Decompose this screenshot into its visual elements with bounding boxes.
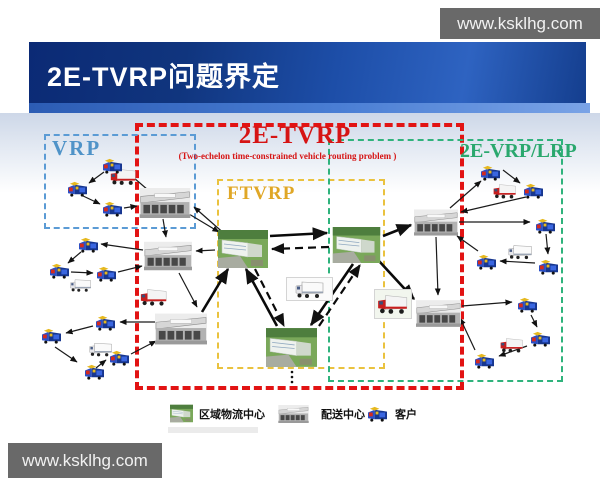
customer-node	[101, 156, 124, 175]
box-vrp	[44, 134, 196, 229]
customer-node	[479, 163, 502, 182]
customer-node	[529, 329, 552, 348]
truck-white-icon	[69, 274, 93, 296]
customer-node	[108, 348, 131, 367]
distribution-center-node	[416, 297, 461, 330]
customer-node	[48, 261, 71, 280]
distribution-center-node	[155, 310, 207, 348]
linehaul-truck-photo	[374, 289, 412, 319]
customer-node	[475, 252, 498, 271]
legend-label: 配送中心	[321, 409, 365, 421]
watermark-bottom: www.ksklhg.com	[8, 443, 162, 478]
legend-item-customer: 客户	[366, 404, 417, 423]
customer-node	[516, 295, 539, 314]
regional-logistics-center-node	[331, 227, 382, 263]
legend-item-distribution-center: 配送中心	[272, 405, 365, 423]
legend-label: 区域物流中心	[199, 408, 265, 421]
title-bar	[29, 42, 586, 103]
legend-label: 客户	[395, 408, 417, 421]
customer-node	[95, 264, 118, 283]
customer-node	[66, 179, 89, 198]
customer-node	[77, 235, 100, 254]
customer-node	[101, 199, 124, 218]
page-title: 2E-TVRP问题界定	[47, 62, 281, 92]
distribution-center-node	[138, 188, 192, 218]
vrp-box-label: VRP	[52, 136, 102, 160]
customer-icon	[366, 404, 389, 423]
distribution-center-icon	[272, 405, 315, 423]
truck-red-icon	[492, 181, 518, 201]
customer-node	[473, 351, 496, 370]
box-2e-vrp-lrp	[328, 139, 563, 382]
customer-node	[522, 181, 545, 200]
regional-logistics-center-node	[218, 230, 268, 268]
shadow-strip	[168, 427, 258, 433]
watermark-top: www.ksklhg.com	[440, 8, 600, 39]
customer-node	[537, 257, 560, 276]
2e-vrp-lrp-box-label: 2E-VRP/LRP	[460, 140, 577, 162]
legend-item-regional-logistics-center: 区域物流中心	[170, 404, 265, 423]
truck-red-icon	[376, 292, 410, 316]
ftvrp-box-label: FTVRP	[227, 183, 296, 204]
box-2e-tvrp	[135, 123, 464, 390]
truck-white-icon	[290, 278, 330, 300]
truck-red-icon	[139, 285, 169, 309]
2e-tvrp-box-subtitle: (Two-echelon time-constrained vehicle ro…	[178, 151, 397, 161]
distribution-center-node	[414, 209, 458, 236]
customer-node	[534, 216, 557, 235]
customer-node	[83, 362, 106, 381]
linehaul-truck-photo	[286, 277, 333, 301]
distribution-center-node	[144, 240, 192, 272]
regional-logistics-center-icon	[170, 404, 193, 423]
title-bar-accent	[29, 103, 590, 113]
2e-tvrp-box-label: 2E-TVRP	[238, 122, 352, 149]
truck-white-icon	[507, 241, 534, 262]
regional-logistics-center-node	[266, 328, 317, 367]
truck-red-icon	[499, 335, 525, 355]
customer-node	[40, 326, 63, 345]
customer-node	[94, 313, 117, 332]
